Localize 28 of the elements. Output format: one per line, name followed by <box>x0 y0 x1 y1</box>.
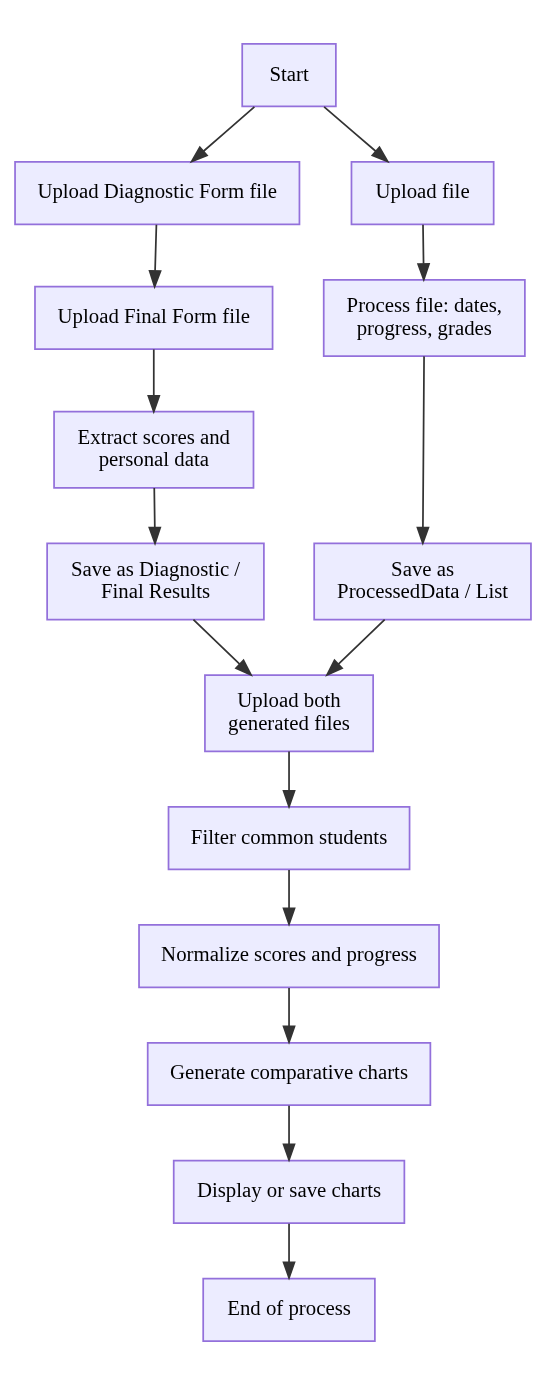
arrow <box>282 1104 296 1163</box>
arrow <box>148 223 162 289</box>
arrow <box>282 986 296 1045</box>
node-box: Filter common students <box>167 805 411 870</box>
node-box: Extract scores and personal data <box>53 410 255 489</box>
node-box: Normalize scores and progress <box>138 923 440 988</box>
arrow <box>282 1222 296 1280</box>
node-box: End of process <box>202 1277 376 1342</box>
node-box: Upload Diagnostic Form file <box>14 160 301 225</box>
arrow <box>282 868 296 927</box>
node-box: Upload file <box>350 160 495 225</box>
arrow <box>189 105 256 163</box>
node-box: Upload Final Form file <box>34 285 274 350</box>
node-box: Generate comparative charts <box>146 1041 432 1106</box>
arrow <box>416 355 430 546</box>
node-box: Process file: dates, progress, grades <box>322 278 526 357</box>
arrow <box>416 223 431 282</box>
arrow <box>147 348 161 414</box>
arrow <box>148 486 162 546</box>
arrow <box>325 618 386 677</box>
node-box: Display or save charts <box>172 1159 406 1224</box>
arrow <box>192 618 253 677</box>
arrow <box>323 105 390 163</box>
node-box: Save as ProcessedData / List <box>313 542 532 621</box>
node-box: Start <box>241 42 337 107</box>
arrow <box>282 750 296 809</box>
node-box: Save as Diagnostic / Final Results <box>46 542 265 621</box>
node-box: Upload both generated files <box>204 673 374 752</box>
